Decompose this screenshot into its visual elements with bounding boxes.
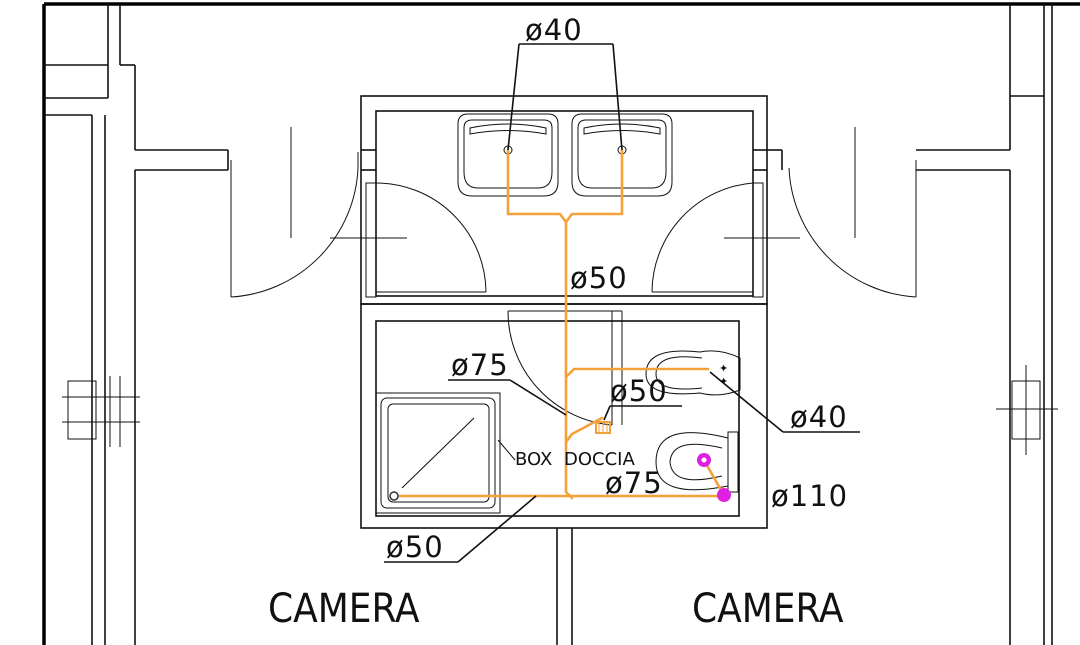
- wc-drains: [697, 453, 731, 502]
- drain-pipes: [389, 148, 724, 501]
- svg-text:✦: ✦: [719, 362, 728, 375]
- wc-outlet: [717, 488, 731, 502]
- box-label: BOX: [515, 449, 552, 470]
- shower-branch-diameter-label: ø75: [451, 348, 509, 382]
- right-walls: [996, 4, 1058, 645]
- sink-left: [457, 113, 559, 197]
- washer-pipe: [564, 416, 604, 444]
- main-vertical-diameter-label: ø50: [570, 261, 628, 295]
- wc-diameter-label: ø110: [771, 479, 848, 513]
- bidet: ✦ ✦: [645, 350, 741, 396]
- wc: [655, 431, 739, 493]
- sinks-diameter-label: ø40: [525, 13, 583, 47]
- bidet-diameter-label: ø40: [790, 400, 848, 434]
- sink-right-pipe: [564, 148, 624, 224]
- anteroom-walls: [360, 95, 768, 305]
- right-room-door: [767, 127, 1010, 298]
- horizontal-diameter-label: ø75: [605, 466, 663, 500]
- anteroom-right-door: [651, 182, 800, 298]
- sink-right: [571, 113, 673, 197]
- drawing-frame: [42, 2, 1080, 645]
- shower-box: [375, 392, 516, 514]
- left-walls: [44, 4, 229, 645]
- svg-text:✦: ✦: [719, 375, 728, 388]
- bidet-pipe: [564, 367, 710, 379]
- left-room-door: [230, 127, 359, 298]
- bidet-branch-diameter-label: ø50: [610, 374, 668, 408]
- room-right-label: CAMERA: [692, 586, 844, 632]
- leaders: [384, 43, 860, 563]
- shower-drain-diameter-label: ø50: [386, 530, 444, 564]
- doccia-label: DOCCIA: [564, 449, 635, 470]
- room-left-label: CAMERA: [268, 586, 420, 632]
- sink-left-pipe: [506, 148, 568, 224]
- anteroom-left-door: [330, 182, 487, 298]
